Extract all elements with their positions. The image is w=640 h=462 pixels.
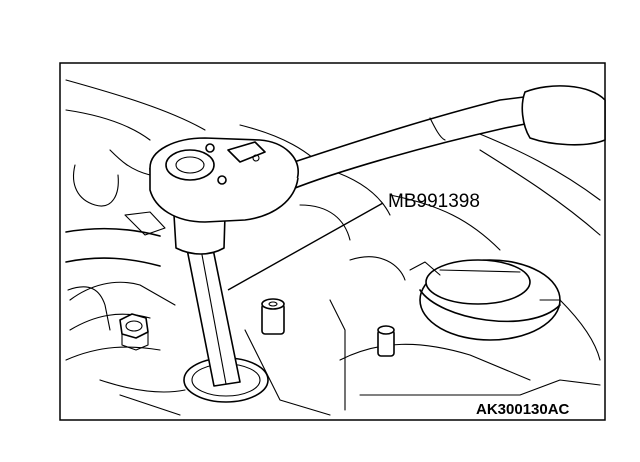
- socket-wrench-tool: [149, 85, 606, 387]
- engine-background: [65, 79, 601, 416]
- figure-id: AK300130AC: [476, 401, 570, 418]
- callout-label: MB991398: [388, 191, 480, 212]
- callout-leader-line: [227, 202, 384, 291]
